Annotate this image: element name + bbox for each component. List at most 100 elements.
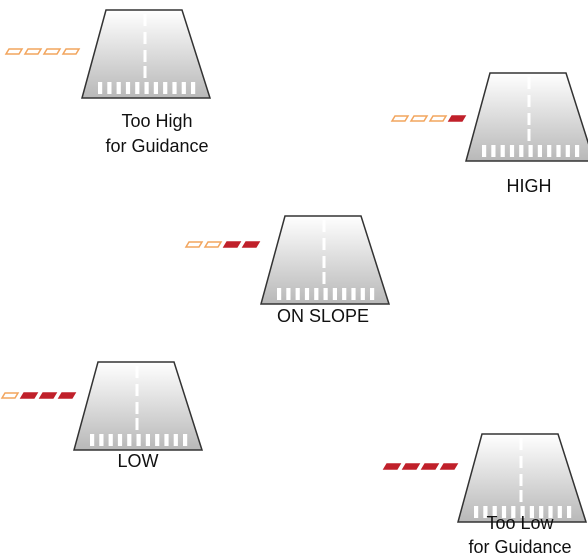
papi-light-red bbox=[420, 463, 440, 470]
centerline-dash bbox=[519, 456, 523, 468]
centerline-dash bbox=[143, 66, 147, 78]
threshold-bar bbox=[474, 506, 479, 518]
papi-light-white bbox=[428, 115, 448, 122]
papi-light-red bbox=[447, 115, 467, 122]
threshold-bar bbox=[99, 434, 104, 446]
papi-light-white bbox=[184, 241, 204, 248]
threshold-bar bbox=[135, 82, 140, 94]
centerline-dash bbox=[135, 402, 139, 414]
threshold-bar bbox=[509, 145, 515, 157]
threshold-bar bbox=[557, 506, 562, 518]
panel-label: for Guidance bbox=[468, 537, 571, 557]
threshold-bar bbox=[511, 506, 516, 518]
threshold-bar bbox=[548, 506, 553, 518]
threshold-bar bbox=[519, 145, 524, 157]
centerline-dash bbox=[322, 272, 326, 284]
threshold-bar bbox=[183, 434, 188, 446]
papi-light-red bbox=[241, 241, 261, 248]
threshold-bar bbox=[547, 145, 552, 157]
papi-light-white bbox=[42, 48, 62, 55]
threshold-bar bbox=[332, 288, 337, 300]
threshold-bar bbox=[116, 82, 121, 94]
threshold-bar bbox=[539, 506, 544, 518]
threshold-bar bbox=[127, 434, 132, 446]
threshold-bar bbox=[107, 82, 112, 94]
centerline-dash bbox=[135, 418, 139, 430]
threshold-bar bbox=[528, 145, 533, 157]
threshold-bar bbox=[556, 145, 561, 157]
centerline-dash bbox=[527, 113, 531, 125]
centerline-dash bbox=[322, 220, 326, 232]
threshold-bar bbox=[342, 288, 347, 300]
panel-label: HIGH bbox=[507, 176, 552, 196]
threshold-bar bbox=[314, 288, 319, 300]
panel-label: Too Low bbox=[486, 513, 554, 533]
centerline-dash bbox=[519, 474, 523, 486]
threshold-bar bbox=[567, 506, 572, 518]
threshold-bar bbox=[136, 434, 141, 446]
papi-light-red bbox=[382, 463, 402, 470]
threshold-bar bbox=[117, 434, 123, 446]
papi-light-white bbox=[61, 48, 81, 55]
centerline-dash bbox=[322, 238, 326, 250]
threshold-bar bbox=[520, 506, 525, 518]
threshold-bar bbox=[370, 288, 375, 300]
centerline-dash bbox=[527, 129, 531, 141]
threshold-bar bbox=[191, 82, 196, 94]
threshold-bar bbox=[500, 145, 505, 157]
panel-label: ON SLOPE bbox=[277, 306, 369, 326]
papi-light-white bbox=[409, 115, 429, 122]
panel-label: Too High bbox=[121, 111, 192, 131]
papi-light-white bbox=[390, 115, 410, 122]
threshold-bar bbox=[360, 288, 365, 300]
threshold-bar bbox=[144, 82, 149, 94]
threshold-bar bbox=[483, 506, 488, 518]
papi-light-red bbox=[222, 241, 242, 248]
centerline-dash bbox=[527, 95, 531, 107]
papi-light-white bbox=[23, 48, 43, 55]
threshold-bar bbox=[98, 82, 103, 94]
centerline-dash bbox=[519, 490, 523, 502]
papi-panel-too-high: Too High for Guidance bbox=[4, 9, 212, 156]
threshold-bar bbox=[145, 434, 150, 446]
threshold-bar bbox=[164, 434, 169, 446]
threshold-bar bbox=[482, 145, 487, 157]
threshold-bar bbox=[155, 434, 160, 446]
papi-light-red bbox=[38, 392, 58, 399]
threshold-bar bbox=[277, 288, 282, 300]
threshold-bar bbox=[537, 145, 542, 157]
threshold-bar bbox=[491, 145, 496, 157]
centerline-dash bbox=[143, 14, 147, 26]
centerline-dash bbox=[135, 384, 139, 396]
threshold-bar bbox=[172, 82, 177, 94]
papi-light-red bbox=[439, 463, 459, 470]
centerline-dash bbox=[143, 50, 147, 62]
threshold-bar bbox=[529, 506, 534, 518]
threshold-bar bbox=[323, 288, 328, 300]
papi-light-red bbox=[401, 463, 421, 470]
papi-light-red bbox=[57, 392, 77, 399]
centerline-dash bbox=[519, 438, 523, 450]
papi-panel-too-low: Too Low for Guidance bbox=[382, 433, 588, 557]
threshold-bar bbox=[304, 288, 310, 300]
centerline-dash bbox=[135, 366, 139, 378]
centerline-dash bbox=[143, 32, 147, 44]
threshold-bar bbox=[295, 288, 300, 300]
panel-label: for Guidance bbox=[105, 136, 208, 156]
threshold-bar bbox=[575, 145, 580, 157]
papi-light-white bbox=[203, 241, 223, 248]
threshold-bar bbox=[108, 434, 113, 446]
centerline-dash bbox=[322, 256, 326, 268]
centerline-dash bbox=[527, 77, 531, 89]
papi-panel-low: LOW bbox=[0, 361, 204, 471]
threshold-bar bbox=[90, 434, 95, 446]
threshold-bar bbox=[181, 82, 186, 94]
threshold-bar bbox=[351, 288, 356, 300]
threshold-bar bbox=[565, 145, 570, 157]
threshold-bar bbox=[153, 82, 158, 94]
threshold-bar bbox=[501, 506, 507, 518]
threshold-bar bbox=[286, 288, 291, 300]
papi-panel-high: HIGH bbox=[390, 72, 588, 196]
panel-label: LOW bbox=[117, 451, 158, 471]
